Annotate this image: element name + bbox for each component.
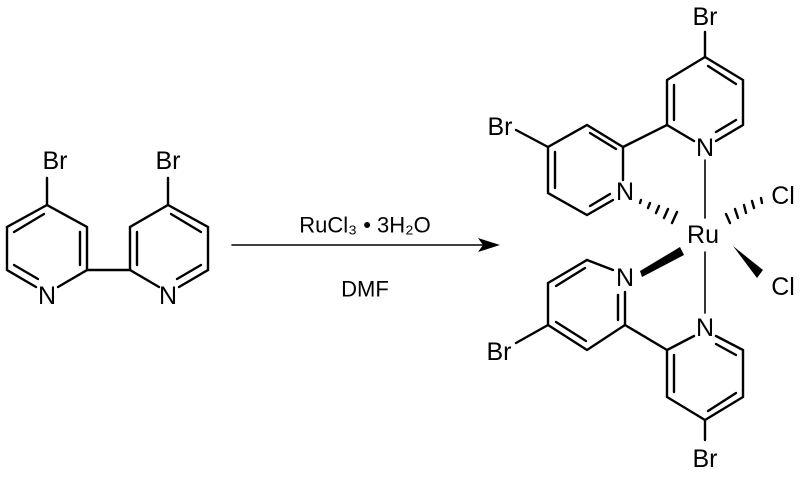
wedge-bond bbox=[640, 247, 684, 277]
reactant-bipyridine: Br Br N N bbox=[5, 147, 210, 310]
atom-label-cl: Cl bbox=[771, 182, 795, 210]
atom-label-br: Br bbox=[693, 3, 718, 31]
hashed-bond bbox=[724, 196, 764, 225]
product-ru-complex: Ru N N N N Br Br Br Br Cl Cl bbox=[487, 3, 795, 473]
metal-label-ru: Ru bbox=[687, 221, 719, 249]
reaction-arrow bbox=[231, 238, 500, 252]
hashed-bond bbox=[638, 198, 679, 225]
atom-label-n: N bbox=[38, 282, 56, 310]
atom-label-cl: Cl bbox=[771, 273, 795, 301]
atom-label-n: N bbox=[159, 282, 177, 310]
atom-label-br: Br bbox=[693, 445, 718, 473]
atom-label-br: Br bbox=[43, 147, 68, 175]
atom-label-n: N bbox=[616, 178, 634, 206]
atom-label-n: N bbox=[696, 314, 714, 342]
atom-label-n: N bbox=[696, 134, 714, 162]
atom-label-br: Br bbox=[156, 147, 181, 175]
atom-label-br: Br bbox=[487, 338, 512, 366]
atom-label-br: Br bbox=[488, 113, 513, 141]
reagent-label: RuCl₃ • 3H₂O bbox=[299, 213, 431, 238]
solvent-label: DMF bbox=[341, 277, 389, 302]
wedge-bond bbox=[733, 246, 763, 278]
atom-label-n: N bbox=[616, 264, 634, 292]
